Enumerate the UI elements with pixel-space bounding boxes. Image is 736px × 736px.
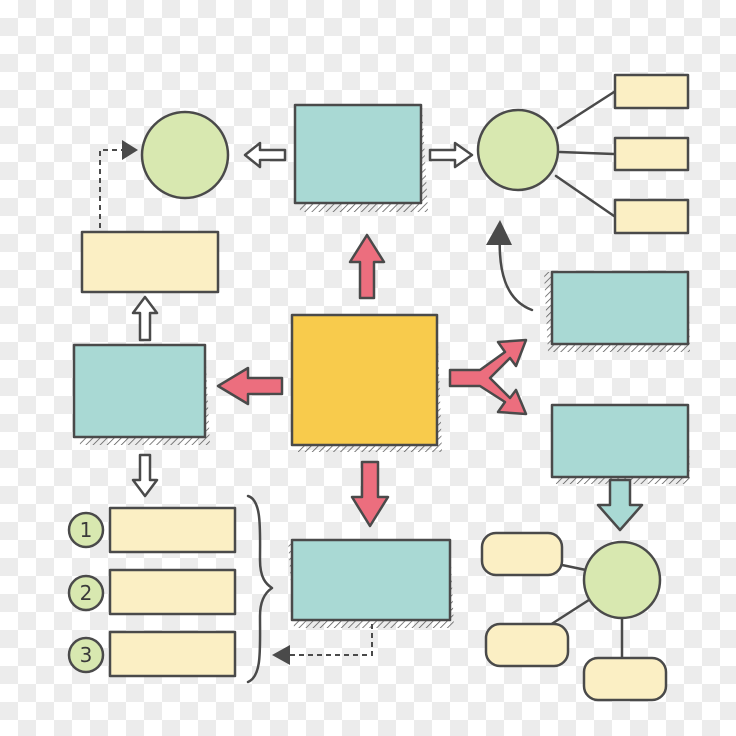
oval-node-2 xyxy=(484,622,570,668)
top-right-circle xyxy=(476,108,560,192)
arrow-right-icon xyxy=(428,141,474,169)
callout-box xyxy=(550,403,690,532)
callout-arrow-down-icon xyxy=(596,478,644,532)
curved-arrow-to-top-right-circle xyxy=(486,220,534,312)
pink-fork-arrow-icon xyxy=(448,338,528,416)
left-yellow-box xyxy=(80,230,220,294)
bottom-center-box xyxy=(288,538,454,628)
top-right-item-1 xyxy=(613,73,690,110)
pink-arrow-up-icon xyxy=(348,233,386,300)
list-number-label: 3 xyxy=(80,643,93,667)
list-number-label: 1 xyxy=(80,518,93,542)
arrow-up-icon xyxy=(131,295,159,342)
dashed-arrow-to-top-left-circle xyxy=(99,140,138,228)
list-number-label: 2 xyxy=(80,581,93,605)
list-number-3: 3 xyxy=(67,636,105,674)
top-right-item-3 xyxy=(613,198,690,235)
top-right-item-2 xyxy=(613,136,690,172)
top-center-box xyxy=(293,103,428,212)
bottom-right-circle xyxy=(582,540,662,620)
arrow-left-icon xyxy=(243,141,287,169)
top-left-circle xyxy=(140,110,230,200)
list-number-2: 2 xyxy=(67,574,105,612)
oval-node-1 xyxy=(480,531,564,577)
list-item-box-1 xyxy=(108,506,237,554)
pink-arrow-down-icon xyxy=(350,460,390,528)
list-brace xyxy=(246,494,274,684)
list-number-1: 1 xyxy=(67,511,105,549)
center-box xyxy=(290,313,442,452)
pink-arrow-left-icon xyxy=(216,366,284,406)
list-item-box-2 xyxy=(108,568,237,616)
right-box xyxy=(544,270,690,352)
left-box xyxy=(72,343,210,445)
dashed-arrow-to-list-brace xyxy=(272,624,373,665)
list-item-box-3 xyxy=(108,630,237,678)
oval-node-3 xyxy=(582,656,668,702)
connector-lines xyxy=(548,90,624,662)
arrow-down-icon xyxy=(131,453,159,498)
